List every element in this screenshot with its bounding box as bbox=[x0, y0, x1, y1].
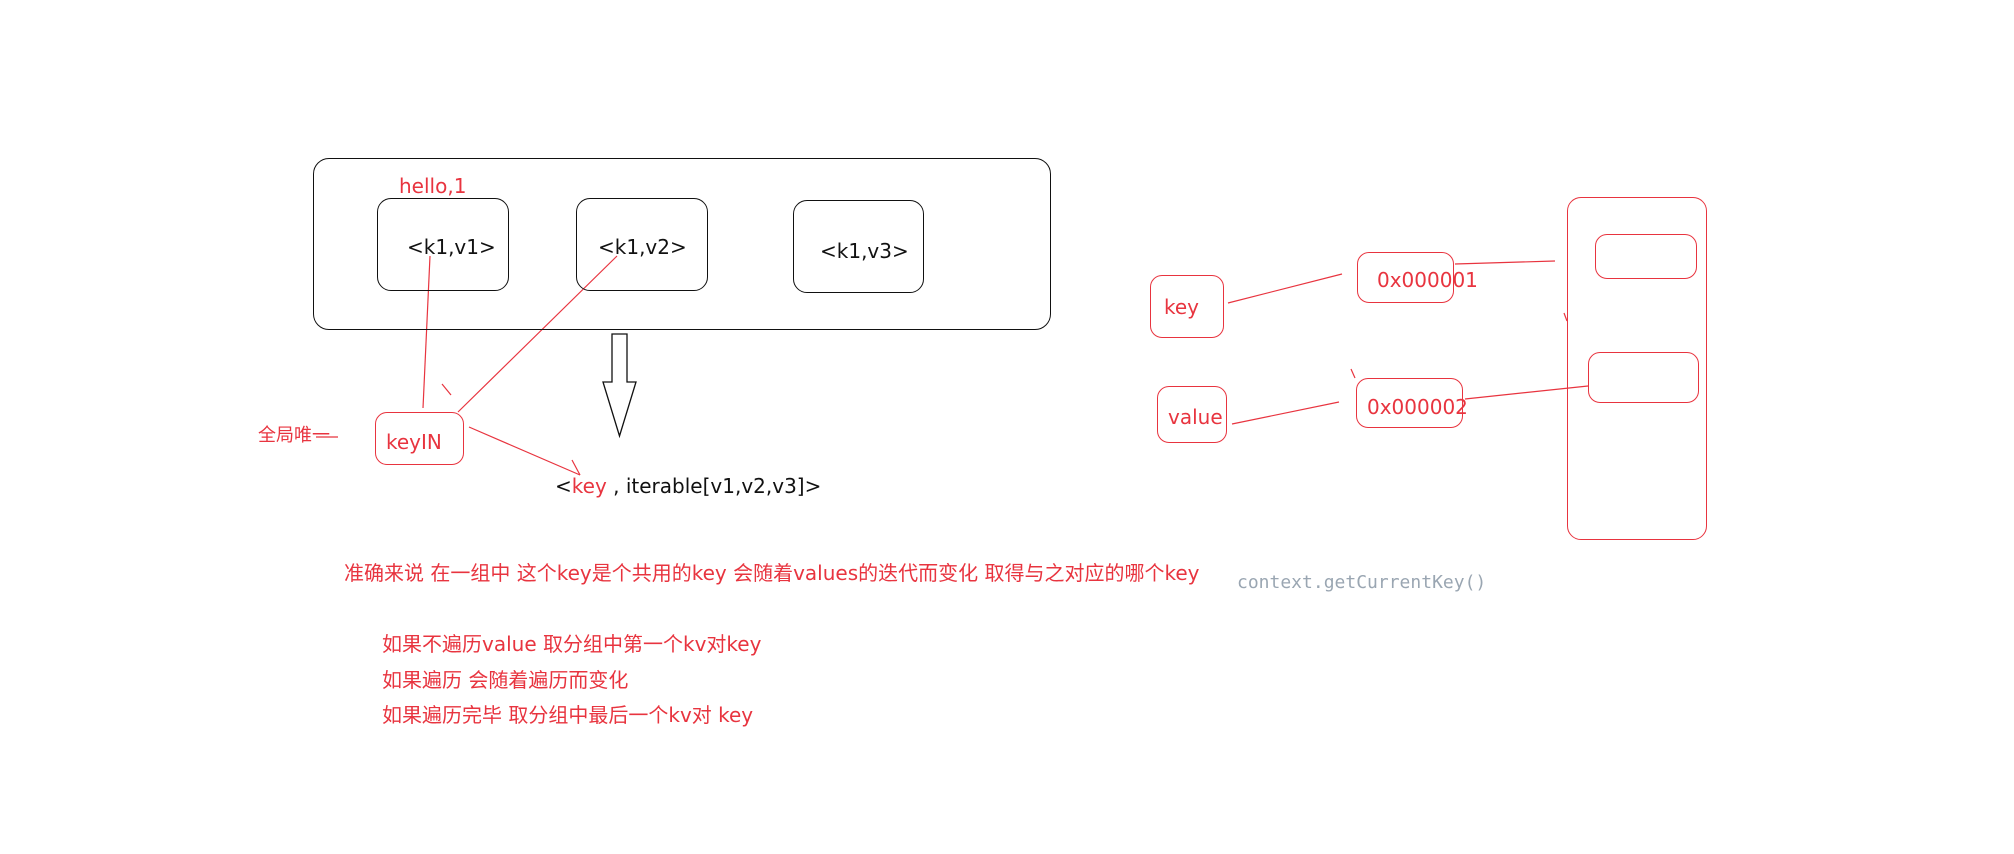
note-bullet-2: 如果遍历 会随着遍历而变化 bbox=[382, 668, 629, 692]
keyin-tick-mark bbox=[441, 383, 452, 396]
addr2-label: 0x000002 bbox=[1367, 395, 1468, 419]
note-bullet-1: 如果不遍历value 取分组中第一个kv对key bbox=[382, 632, 762, 656]
memory-block bbox=[1567, 197, 1707, 540]
result-open: < bbox=[555, 474, 572, 498]
result-text: <key , iterable[v1,v2,v3]> bbox=[555, 476, 821, 496]
group-container bbox=[313, 158, 1051, 330]
pair-label-3: <k1,v3> bbox=[820, 239, 909, 263]
result-rest: , iterable[v1,v2,v3]> bbox=[606, 474, 822, 498]
result-key: key bbox=[571, 474, 607, 498]
key-to-addr1-line bbox=[1227, 273, 1343, 304]
stray-mark-2 bbox=[1563, 312, 1568, 322]
value-label: value bbox=[1168, 405, 1223, 429]
keyin-box bbox=[375, 412, 464, 465]
main-note: 准确来说 在一组中 这个key是个共用的key 会随着values的迭代而变化 … bbox=[344, 561, 1200, 585]
value-box bbox=[1157, 386, 1227, 443]
addr1-label: 0x000001 bbox=[1377, 268, 1478, 292]
keyin-to-v2-line bbox=[457, 255, 618, 413]
pair-label-1: <k1,v1> bbox=[407, 235, 496, 259]
code-note: context.getCurrentKey() bbox=[1237, 572, 1487, 593]
addr1-box bbox=[1357, 252, 1454, 303]
stray-mark-1 bbox=[1350, 368, 1356, 379]
down-arrow bbox=[602, 333, 637, 439]
pair-box-2 bbox=[576, 198, 708, 291]
pair-label-2: <k1,v2> bbox=[598, 235, 687, 259]
addr2-box bbox=[1356, 378, 1463, 428]
memory-slot-2 bbox=[1588, 352, 1699, 403]
keyin-to-result-line bbox=[468, 426, 581, 476]
global-unique-label: 全局唯一 bbox=[258, 425, 330, 446]
pair-box-1 bbox=[377, 198, 509, 291]
note-bullet-3: 如果遍历完毕 取分组中最后一个kv对 key bbox=[382, 703, 754, 727]
group-annotation: hello,1 bbox=[399, 174, 467, 198]
keyin-to-v1-line bbox=[422, 255, 431, 409]
result-tick-mark bbox=[571, 459, 581, 476]
addr1-to-slot1-line bbox=[1454, 260, 1556, 265]
memory-slot-1 bbox=[1595, 234, 1697, 279]
key-label: key bbox=[1164, 295, 1200, 319]
keyin-label: keyIN bbox=[386, 430, 442, 454]
value-to-addr2-line bbox=[1231, 401, 1340, 425]
pair-box-3 bbox=[793, 200, 924, 293]
key-box bbox=[1150, 275, 1224, 338]
